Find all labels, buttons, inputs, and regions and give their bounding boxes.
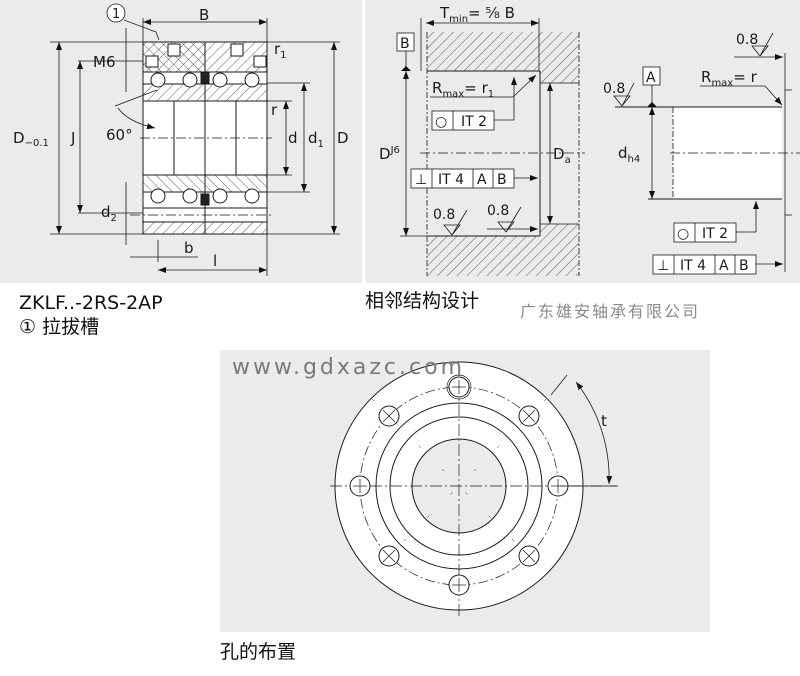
note-number: ① <box>19 316 37 338</box>
perp-symbol: ⊥ <box>657 258 669 274</box>
bolt-hole <box>448 574 470 596</box>
label-r1: r1 <box>274 40 287 61</box>
perp-value: IT 4 <box>438 172 464 188</box>
label-rmax-r: Rmax= r <box>701 68 758 89</box>
datum-b-frame: B <box>396 32 415 71</box>
circularity-value: IT 2 <box>702 226 728 242</box>
housing-labels: Tmin= ⁵⁄₈ B Rmax= r1 DJ6 Da 0.8 0.8 <box>379 4 571 223</box>
perp-value: IT 4 <box>680 258 706 274</box>
perp-ref-b: B <box>739 258 749 274</box>
label-da: Da <box>553 145 571 166</box>
perp-symbol: ⊥ <box>415 172 427 188</box>
label-bore-d: d <box>288 129 298 147</box>
bolt-hole <box>446 374 472 400</box>
caption-note: ① 拉拔槽 <box>19 316 99 338</box>
caption-model: ZKLF..-2RS-2AP <box>19 292 163 314</box>
perp-ref-b: B <box>497 172 507 188</box>
perp-ref-a: A <box>477 172 487 188</box>
shaft-labels: 0.8 0.8 Rmax= r dh4 <box>603 32 758 165</box>
callout-number: 1 <box>112 7 120 22</box>
note-text: 拉拔槽 <box>42 316 100 338</box>
watermark-company: 广东雄安轴承有限公司 <box>520 302 701 321</box>
label-outer-diameter-tol: D−0.1 <box>13 129 49 149</box>
roughness-left: 0.8 <box>603 81 625 97</box>
shaft-drawing <box>613 32 800 272</box>
label-pitch-angle-t: t <box>601 412 607 430</box>
bolt-hole <box>349 475 371 497</box>
label-width-b: B <box>199 6 209 24</box>
label-tmin: Tmin= ⁵⁄₈ B <box>439 4 515 25</box>
section-dimensions <box>50 18 340 276</box>
datum-a-label: A <box>646 70 656 86</box>
circularity-symbol: ○ <box>435 114 447 130</box>
label-d1: d1 <box>308 129 324 150</box>
label-groove-b: b <box>184 239 194 257</box>
label-pitch-j: J <box>70 129 75 147</box>
bolt-hole <box>378 405 400 427</box>
label-r: r <box>271 101 278 119</box>
roughness-top: 0.8 <box>736 32 758 48</box>
section-labels: 1 B M6 r1 r D−0.1 J 60° d d1 D d2 b l <box>13 3 349 270</box>
label-thread-m6: M6 <box>93 53 116 71</box>
roughness-value-1: 0.8 <box>433 207 455 223</box>
caption-adjacent-design: 相邻结构设计 <box>365 290 480 312</box>
housing-perpendicularity-frame: ⊥ IT 4 A B <box>410 168 515 189</box>
roughness-value-2: 0.8 <box>487 203 509 219</box>
bolt-hole <box>518 545 540 567</box>
hole-layout-drawing <box>330 361 618 618</box>
bolt-hole <box>518 405 540 427</box>
bearing-section-drawing <box>130 41 272 235</box>
bolt-hole <box>378 545 400 567</box>
label-groove-l: l <box>213 252 217 270</box>
hole-group <box>349 374 569 596</box>
circularity-value: IT 2 <box>461 114 487 130</box>
label-d2: d2 <box>101 203 117 224</box>
caption-hole-layout: 孔的布置 <box>220 641 297 663</box>
label-angle: 60° <box>106 126 133 144</box>
housing-circularity-frame: ○ IT 2 <box>431 110 495 131</box>
label-housing-dj6: DJ6 <box>379 145 400 163</box>
circularity-symbol: ○ <box>677 226 689 242</box>
perp-ref-a: A <box>719 258 729 274</box>
shaft-circularity-frame: ○ IT 2 <box>673 222 737 243</box>
label-shaft-dh4: dh4 <box>618 144 640 165</box>
label-outer-diameter: D <box>337 129 349 147</box>
datum-a-frame: A <box>642 66 661 107</box>
callout-circle <box>106 3 126 23</box>
label-rmax-r1: Rmax= r1 <box>432 79 494 100</box>
watermark-url: www.gdxazc.com <box>232 355 466 380</box>
bolt-hole <box>547 475 569 497</box>
pitch-angle-dimension <box>550 374 616 487</box>
datum-b-label: B <box>400 36 410 52</box>
shaft-perpendicularity-frame: ⊥ IT 4 A B <box>652 254 757 275</box>
housing-drawing <box>400 18 585 276</box>
